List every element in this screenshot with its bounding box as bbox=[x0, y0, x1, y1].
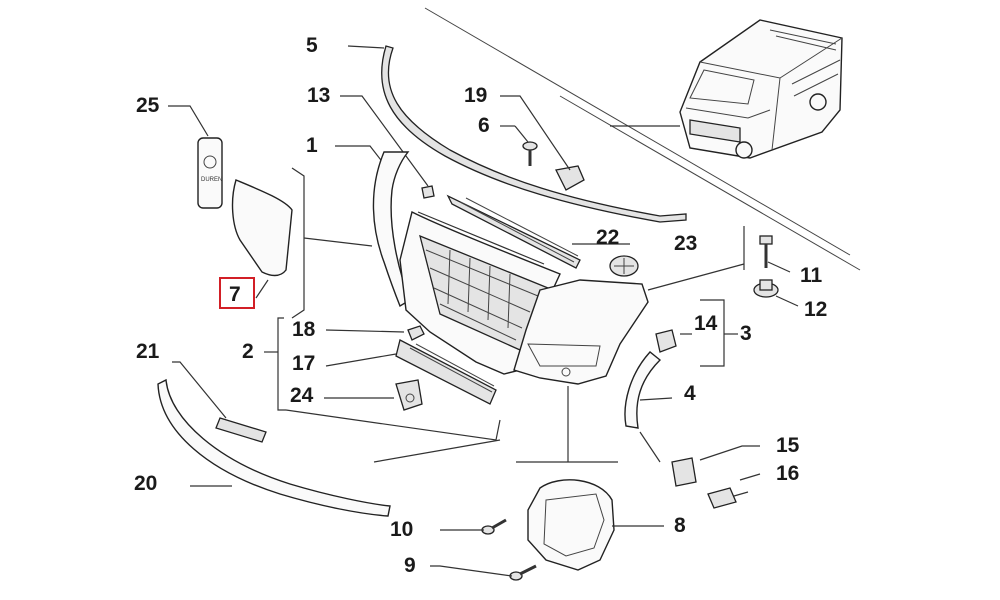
callout-22: 22 bbox=[596, 226, 619, 249]
part-23-emblem bbox=[609, 255, 639, 277]
callout-2: 2 bbox=[242, 340, 254, 363]
part-8-wheel-arch-liner bbox=[527, 479, 664, 571]
part-5-upper-trim-strip bbox=[347, 45, 687, 223]
van-illustration bbox=[424, 7, 861, 271]
center-leader-lines bbox=[516, 386, 661, 463]
callout-23: 23 bbox=[674, 232, 697, 255]
callout-5: 5 bbox=[306, 34, 318, 57]
part-15-clip bbox=[671, 445, 760, 487]
part-4-wheel-arch-trim bbox=[624, 351, 673, 429]
callout-7-highlight-box bbox=[219, 277, 255, 309]
callout-16: 16 bbox=[776, 462, 799, 485]
callout-10: 10 bbox=[390, 518, 413, 541]
main-grille-frame bbox=[399, 210, 561, 375]
part-10-screw bbox=[440, 518, 507, 535]
group-bracket-2 bbox=[264, 317, 501, 463]
callout-3: 3 bbox=[740, 322, 752, 345]
callout-19: 19 bbox=[464, 84, 487, 107]
part-24-mount-bracket bbox=[324, 379, 423, 411]
part-14-clip bbox=[655, 329, 692, 353]
part-25-paint-tube: DUREN bbox=[168, 105, 223, 209]
part-18-badge bbox=[325, 325, 425, 341]
paint-tube-label: DUREN bbox=[201, 177, 222, 183]
callout-8: 8 bbox=[674, 514, 686, 537]
callout-14: 14 bbox=[694, 312, 718, 335]
part-13-clip bbox=[340, 95, 435, 199]
part-6-screw bbox=[500, 125, 538, 166]
group-brackets-left bbox=[291, 145, 385, 319]
part-11-bolt bbox=[759, 235, 791, 273]
group-bracket-3 bbox=[700, 299, 738, 367]
callout-24: 24 bbox=[290, 384, 314, 407]
part-22-upper-mesh bbox=[446, 194, 630, 269]
callout-1: 1 bbox=[306, 134, 318, 157]
callout-21: 21 bbox=[136, 340, 160, 363]
callout-17: 17 bbox=[292, 352, 315, 375]
callout-6: 6 bbox=[478, 114, 490, 137]
part-3-bumper-corner bbox=[513, 226, 745, 385]
callout-11: 11 bbox=[800, 264, 823, 287]
part-17-lower-grille bbox=[325, 339, 497, 405]
callout-18: 18 bbox=[292, 318, 316, 341]
part-21-trim-insert bbox=[172, 361, 267, 443]
callout-13: 13 bbox=[307, 84, 330, 107]
callout-7: 7 bbox=[229, 283, 241, 306]
callout-12: 12 bbox=[804, 298, 827, 321]
callout-9: 9 bbox=[404, 554, 416, 577]
callout-4: 4 bbox=[684, 382, 696, 405]
part-19-bracket bbox=[500, 95, 585, 191]
callout-15: 15 bbox=[776, 434, 800, 457]
callout-labels: 5 13 19 6 25 1 22 23 11 12 7 18 14 3 2 1… bbox=[134, 34, 827, 577]
callout-25: 25 bbox=[136, 94, 160, 117]
part-9-screw bbox=[430, 564, 537, 581]
part-16-bolt bbox=[707, 473, 761, 509]
part-12-nut bbox=[753, 279, 799, 307]
part-7-tow-hook-cover bbox=[231, 179, 293, 299]
part-20-lower-spoiler bbox=[157, 378, 391, 517]
callout-20: 20 bbox=[134, 472, 157, 495]
